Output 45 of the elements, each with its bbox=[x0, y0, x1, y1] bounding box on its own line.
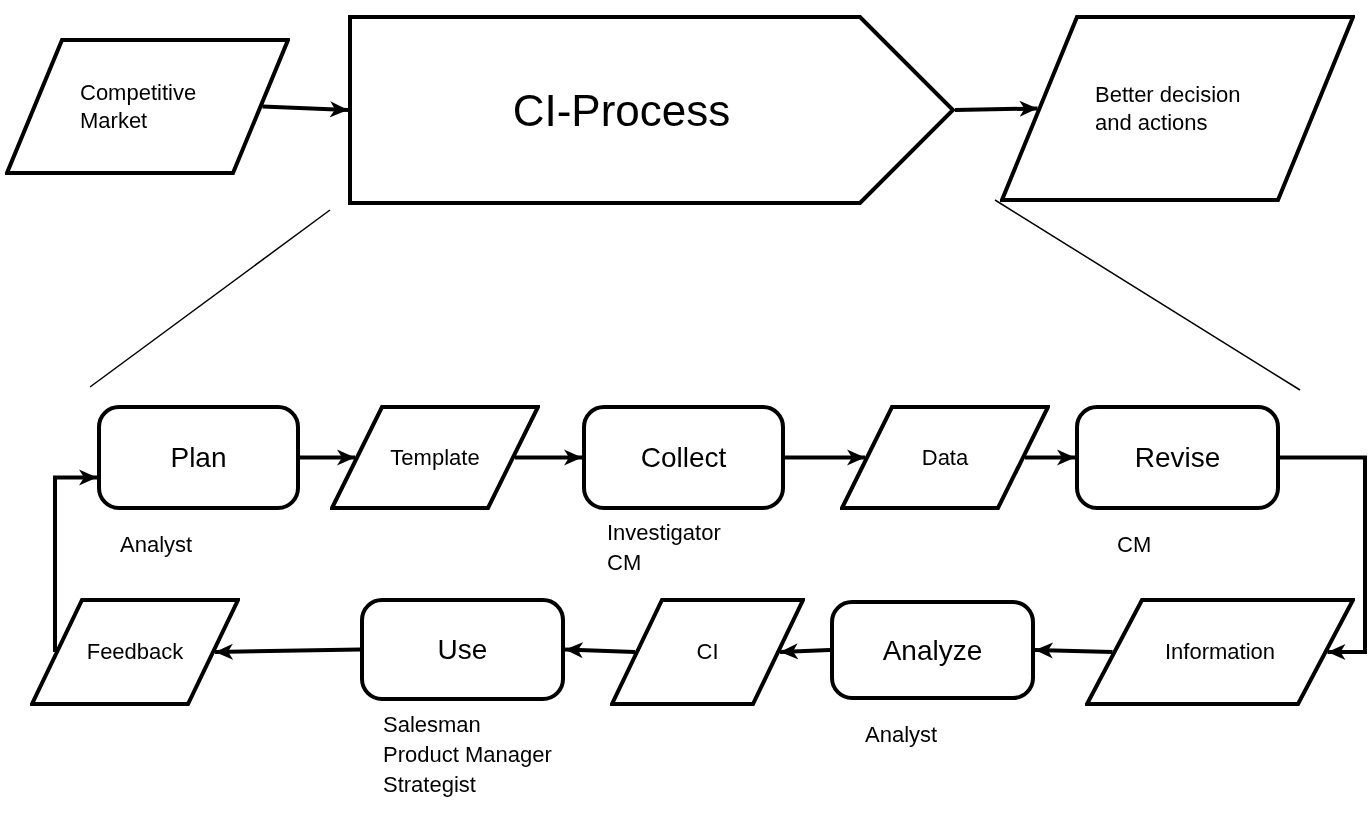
node-label: Analyze bbox=[882, 633, 983, 668]
role-label: Investigator CM bbox=[607, 519, 722, 577]
node-label: Collect bbox=[640, 441, 727, 475]
arrow bbox=[515, 449, 582, 466]
data-parallelogram bbox=[840, 405, 1050, 510]
data-parallelogram bbox=[5, 38, 290, 175]
data-parallelogram bbox=[1085, 598, 1355, 706]
role-label: Product Manager bbox=[383, 741, 553, 769]
arrow bbox=[779, 643, 831, 660]
process-arrow-shape bbox=[348, 15, 955, 205]
node-label: Plan bbox=[170, 441, 227, 475]
arrow bbox=[954, 100, 1038, 117]
process-box bbox=[1075, 405, 1280, 510]
role-label: CM bbox=[1117, 531, 1153, 559]
role-label: Salesman bbox=[383, 711, 482, 739]
node-label: Competitive Market bbox=[80, 79, 198, 134]
arrow bbox=[785, 449, 865, 466]
node-label: Feedback bbox=[86, 638, 184, 666]
arrow bbox=[262, 101, 349, 118]
arrow bbox=[53, 469, 97, 652]
node-label: Information bbox=[1164, 638, 1276, 666]
arrow bbox=[1280, 455, 1367, 660]
node-label: Data bbox=[921, 443, 969, 472]
data-parallelogram bbox=[30, 598, 240, 706]
role-label: Analyst bbox=[865, 721, 939, 749]
role-label: Strategist bbox=[383, 771, 477, 799]
process-box bbox=[97, 405, 300, 510]
process-box bbox=[360, 598, 565, 701]
node-label: Revise bbox=[1134, 441, 1221, 475]
arrow bbox=[214, 643, 361, 660]
arrow bbox=[564, 642, 636, 659]
arrow bbox=[1034, 642, 1113, 659]
node-label: CI-Process bbox=[512, 84, 731, 137]
arrow bbox=[1025, 449, 1075, 466]
data-parallelogram bbox=[610, 598, 805, 706]
process-box bbox=[830, 600, 1035, 700]
role-label: Analyst bbox=[120, 531, 194, 559]
node-label: Template bbox=[390, 443, 480, 472]
node-label: Better decision and actions bbox=[1095, 81, 1242, 136]
node-label: CI bbox=[696, 638, 719, 666]
arrow bbox=[300, 449, 355, 466]
node-label: Use bbox=[437, 633, 488, 667]
process-box bbox=[582, 405, 785, 510]
data-parallelogram bbox=[1000, 15, 1355, 202]
data-parallelogram bbox=[330, 405, 540, 510]
